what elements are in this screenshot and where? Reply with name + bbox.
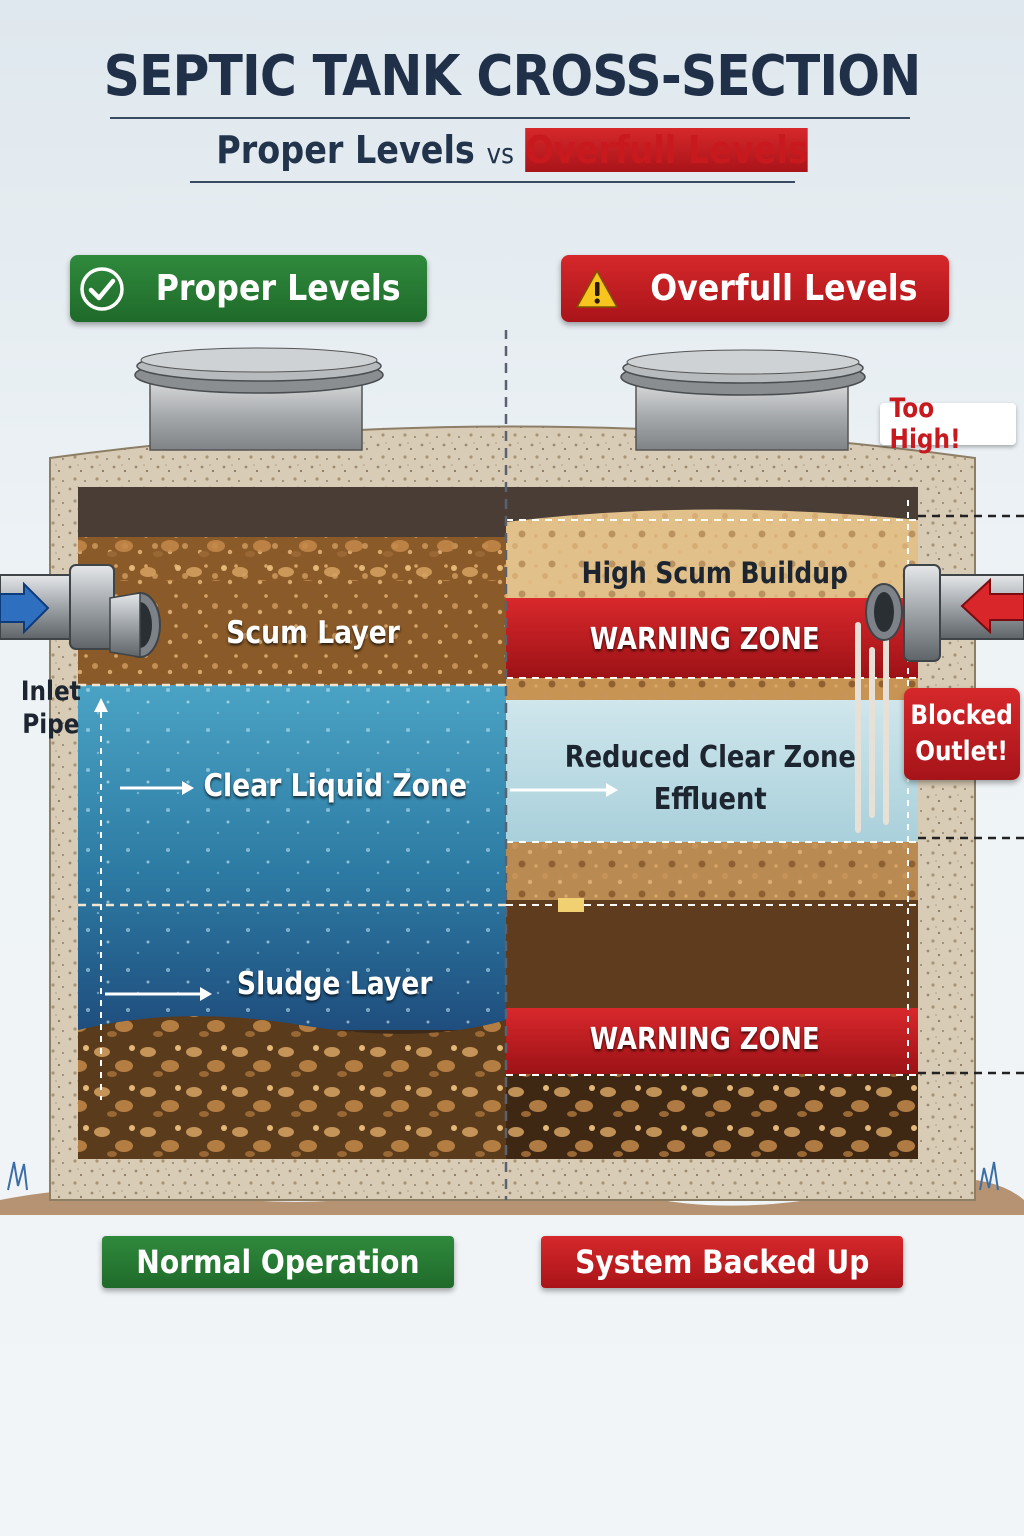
- system-backed-up-badge: System Backed Up: [541, 1236, 903, 1288]
- warning-zone-bottom-label: WARNING ZONE: [590, 1022, 820, 1057]
- effluent-arrow-icon: [606, 783, 618, 797]
- inlet-pipe: [0, 564, 161, 658]
- title-divider: [110, 117, 910, 119]
- right-high-scum-texture: [506, 509, 918, 600]
- right-warning-band-bottom: [506, 1008, 918, 1074]
- overfull-levels-badge: Overfull Levels: [561, 255, 949, 322]
- normal-operation-badge: Normal Operation: [102, 1236, 454, 1288]
- left-clear-bubbles: [78, 685, 506, 1030]
- left-sludge-texture: [78, 1016, 506, 1159]
- left-tank-layers: [78, 487, 506, 1159]
- inlet-pipe-label: Inlet Pipe: [21, 676, 81, 740]
- grass-tufts: [7, 1161, 999, 1191]
- outlet-blockage-roots: [855, 622, 889, 833]
- page-subtitle: Proper Levels vs Overfull Levels: [61, 128, 962, 172]
- depth-arrow-up-icon: [94, 698, 108, 712]
- proper-levels-badge: Proper Levels: [70, 255, 427, 322]
- right-scum-under-texture: [506, 678, 918, 700]
- right-sludge-top-texture: [506, 842, 918, 902]
- right-warning-band-top: [506, 598, 918, 678]
- subtitle-vs: vs: [486, 137, 514, 170]
- high-scum-buildup-label: High Scum Buildup: [581, 556, 849, 590]
- right-reduced-clear-zone: [506, 700, 918, 842]
- overfull-levels-label: Overfull Levels: [650, 268, 918, 309]
- right-sludge-mid: [506, 900, 918, 1010]
- backflow-arrow-icon: [960, 577, 1024, 635]
- warning-triangle-icon: [576, 269, 618, 308]
- page-title: SEPTIC TANK CROSS-SECTION: [103, 44, 922, 109]
- reduced-clear-zone-label: Reduced Clear Zone Effluent: [564, 740, 856, 817]
- blocked-outlet-callout: Blocked Outlet!: [904, 688, 1020, 780]
- sludge-arrow-icon: [200, 987, 212, 1001]
- left-access-lid: [134, 347, 384, 451]
- septic-tank-diagram: [0, 330, 1024, 1215]
- subtitle-right: Overfull Levels: [525, 128, 808, 172]
- sludge-layer-label: Sludge Layer: [237, 966, 433, 1002]
- left-scum-crust: [78, 537, 506, 581]
- check-circle-icon: [80, 266, 125, 311]
- level-marker: [558, 898, 584, 912]
- left-air-gap: [78, 487, 506, 539]
- clear-zone-arrow-icon: [182, 781, 194, 795]
- warning-zone-top-label: WARNING ZONE: [590, 622, 820, 657]
- proper-levels-label: Proper Levels: [156, 268, 401, 309]
- clear-liquid-zone-label: Clear Liquid Zone: [203, 768, 467, 804]
- too-high-callout: Too High!: [880, 393, 1016, 455]
- subtitle-divider: [190, 181, 795, 183]
- right-sludge-bottom-texture: [506, 1074, 918, 1159]
- inlet-flow-arrow-icon: [0, 581, 50, 635]
- subtitle-left: Proper Levels: [216, 128, 475, 172]
- scum-layer-label: Scum Layer: [226, 615, 400, 651]
- right-access-lid: [620, 349, 866, 451]
- right-tank-layers: [506, 487, 1024, 1159]
